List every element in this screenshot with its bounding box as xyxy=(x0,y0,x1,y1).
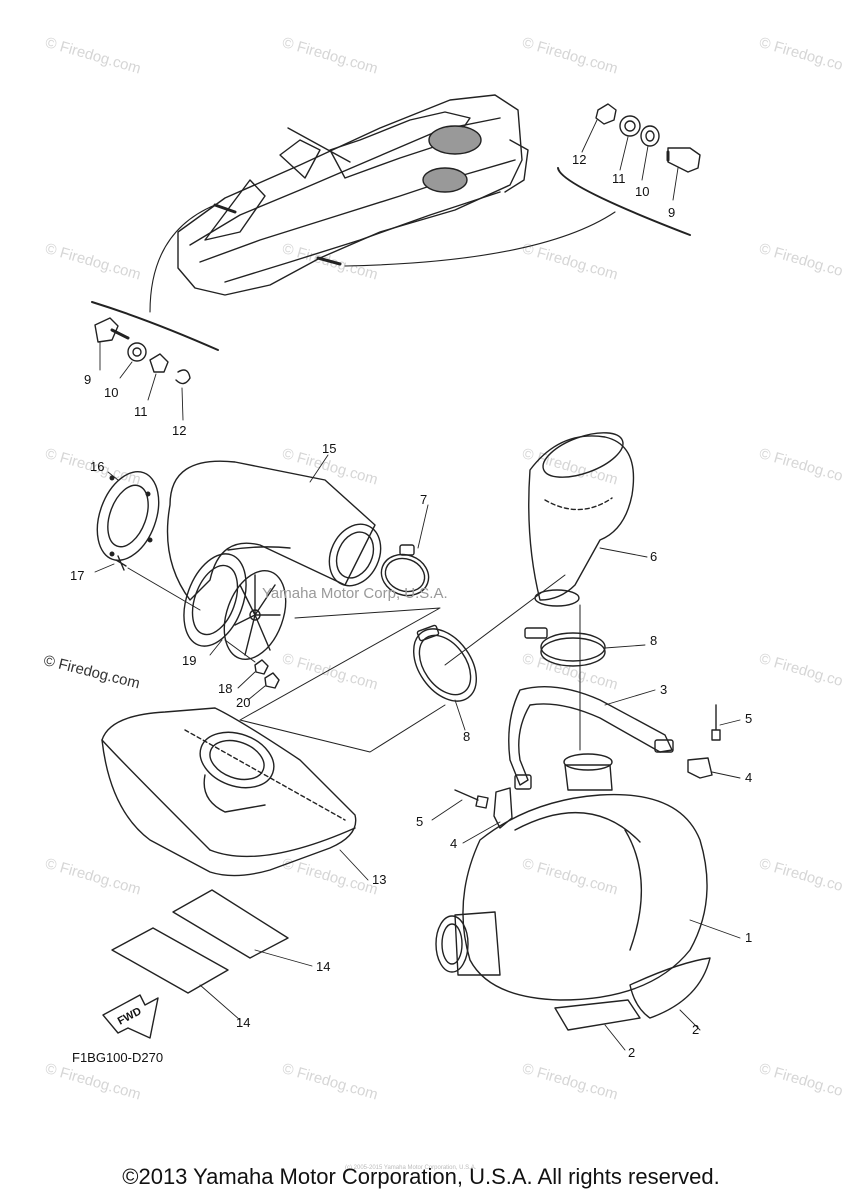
diagram-code: F1BG100-D270 xyxy=(72,1050,164,1065)
part-4-bracket-right xyxy=(687,757,713,779)
part-3-strap xyxy=(508,686,674,790)
tiny-copyright: (c) 2005-2015 Yamaha Motor Corporation, … xyxy=(345,1165,477,1171)
part-2-pads xyxy=(554,957,711,1031)
callout-2: 2 xyxy=(628,1045,636,1060)
callout-17: 17 xyxy=(70,568,85,583)
center-watermark: Yamaha Motor Corp, U.S.A. xyxy=(262,585,448,602)
callout-15: 15 xyxy=(322,441,337,456)
callout-9: 9 xyxy=(84,372,92,387)
part-1-muffler xyxy=(435,753,708,1001)
callout-20: 20 xyxy=(236,695,251,710)
callout-12: 12 xyxy=(172,423,187,438)
callout-9: 9 xyxy=(668,205,676,220)
callout-2: 2 xyxy=(692,1022,700,1037)
part-16-flange xyxy=(96,471,160,561)
callout-5: 5 xyxy=(416,814,424,829)
callout-18: 18 xyxy=(218,681,233,696)
part-4-bracket-left xyxy=(493,787,513,829)
part-13-chamber xyxy=(101,707,357,877)
callout-11: 11 xyxy=(612,171,626,186)
part-15-exhaust-pipe xyxy=(166,460,382,601)
callout-16: 16 xyxy=(90,459,105,474)
part-5-rivet-right xyxy=(711,704,721,741)
callout-8: 8 xyxy=(463,729,471,744)
callout-14: 14 xyxy=(236,1015,251,1030)
callout-8: 8 xyxy=(650,633,658,648)
part-8-upper-clamp xyxy=(524,627,606,667)
callout-leaders xyxy=(94,119,741,1051)
part-18-washer xyxy=(254,659,269,675)
watercraft-illustration xyxy=(177,94,529,296)
copyright-footer: ©2013 Yamaha Motor Corporation, U.S.A. A… xyxy=(122,1164,720,1189)
callout-12: 12 xyxy=(572,152,587,167)
callout-4: 4 xyxy=(450,836,458,851)
part-14-pads xyxy=(111,889,289,994)
callout-6: 6 xyxy=(650,549,658,564)
hardware-set-left xyxy=(94,317,191,385)
callout-10: 10 xyxy=(635,184,650,199)
callout-10: 10 xyxy=(104,385,119,400)
callout-7: 7 xyxy=(420,492,428,507)
part-8-lower-clamp xyxy=(412,624,478,702)
part-7-hose-clamp xyxy=(380,544,430,597)
part-5-rivet-left xyxy=(454,789,489,809)
callout-4: 4 xyxy=(745,770,753,785)
alignment-line xyxy=(239,607,446,753)
leader-lines xyxy=(91,167,691,351)
alignment-line xyxy=(444,574,566,666)
callout-5: 5 xyxy=(745,711,753,726)
leader-line xyxy=(127,567,256,663)
hardware-set-top-right xyxy=(595,103,701,173)
fwd-arrow xyxy=(102,994,159,1039)
part-19-gasket xyxy=(183,553,287,660)
part-17-bolt xyxy=(115,555,127,571)
callout-19: 19 xyxy=(182,653,197,668)
callout-14: 14 xyxy=(316,959,331,974)
part-6-upper-pipe xyxy=(528,432,635,607)
part-20-nut xyxy=(264,672,280,689)
callout-11: 11 xyxy=(134,404,148,419)
callout-3: 3 xyxy=(660,682,668,697)
callout-1: 1 xyxy=(745,930,753,945)
callout-13: 13 xyxy=(372,872,387,887)
